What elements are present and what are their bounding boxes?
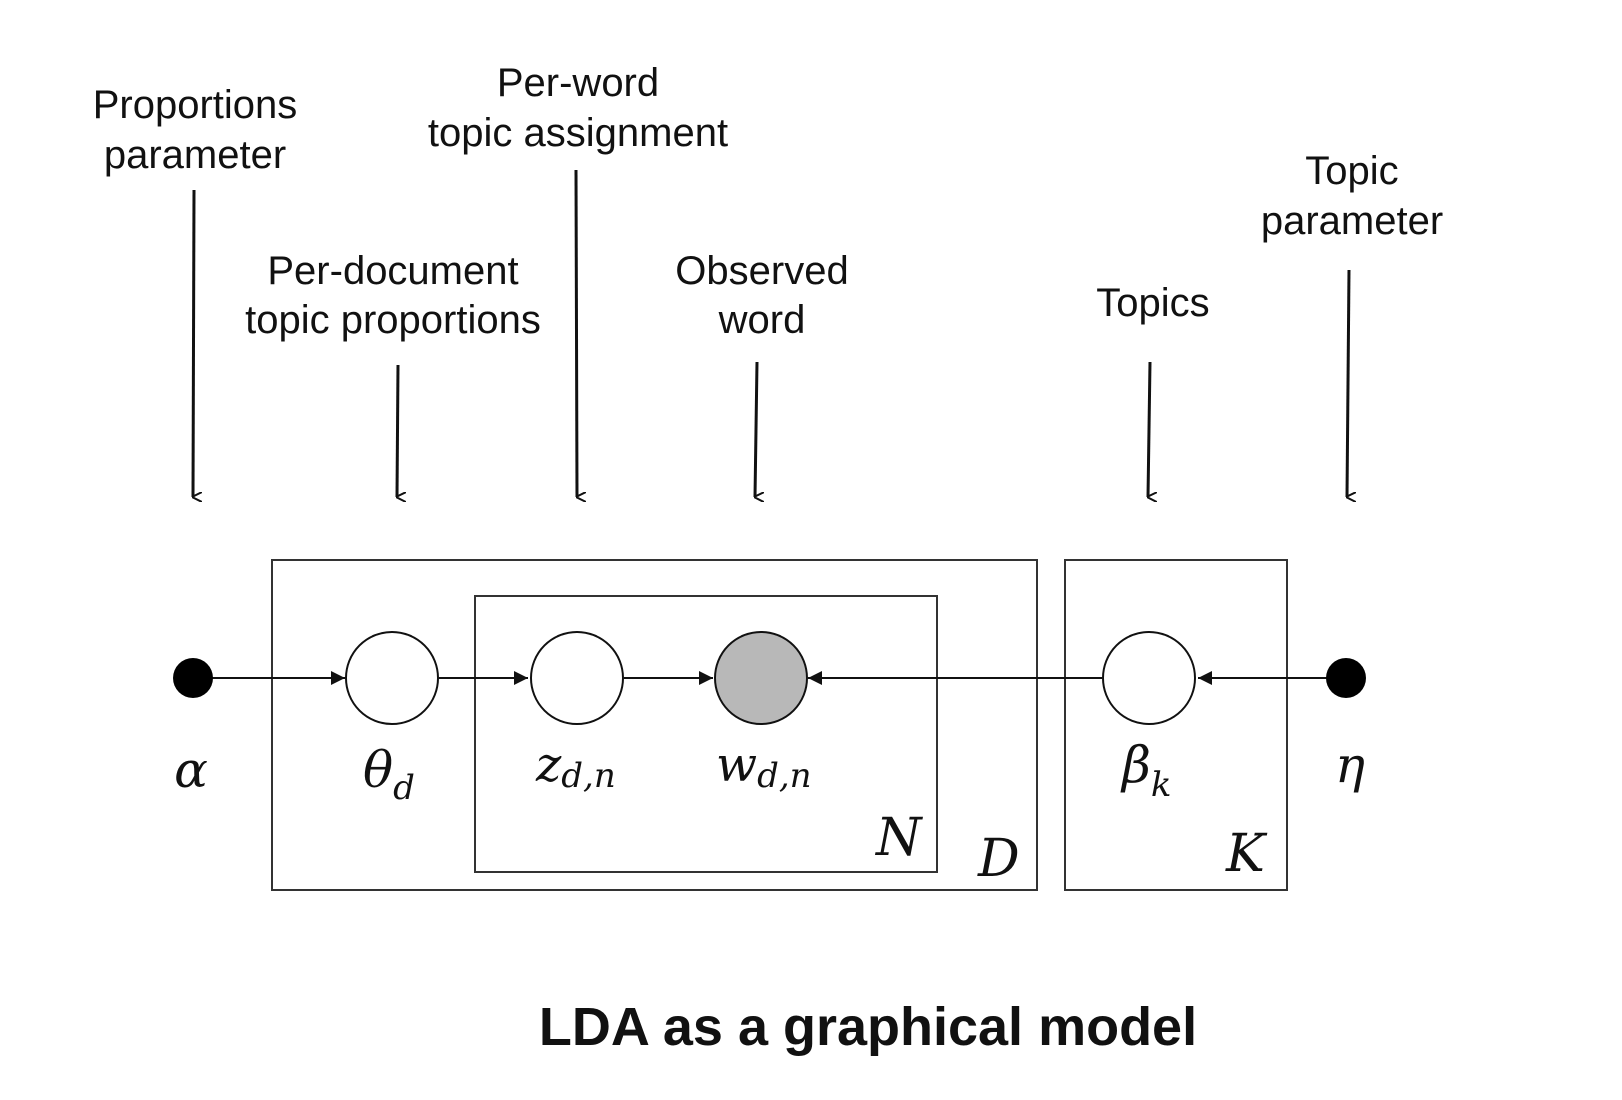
annotation-topic-parameter: Topic parameter [1261,149,1443,243]
node-alpha [173,658,213,698]
node-w-observed [714,631,808,725]
annotation-topics: Topics [1096,281,1209,325]
annotation-line: Topic [1305,149,1398,193]
annotation-line: Per-word [497,61,659,105]
annotation-proportions-parameter: Proportions parameter [93,83,298,177]
plate-documents [271,559,1038,891]
annotation-line: topic proportions [245,298,541,342]
plate-words [474,595,938,873]
symbol-eta: η [1335,736,1365,794]
annotation-line: parameter [1261,199,1443,243]
pointer-arrow-theta [395,364,398,497]
pointer-arrow-w [753,361,757,497]
annotation-line: parameter [104,133,286,177]
plate-topics [1064,559,1288,891]
pointer-arrow-alpha [191,189,194,497]
plate-label-k: K [1225,824,1268,884]
annotation-line: word [718,298,806,342]
plate-label-n: N [874,808,923,868]
pointer-arrow-z [574,169,577,497]
node-eta [1326,658,1366,698]
pointer-arrow-beta [1146,361,1150,497]
annotation-observed-word: Observed word [675,249,848,342]
symbol-beta: βk [1120,736,1172,805]
annotation-pointers [191,169,1349,497]
plate-label-d: D [977,829,1020,889]
annotation-per-word-topic-assignment: Per-word topic assignment [428,61,728,155]
annotation-line: Topics [1096,281,1209,325]
annotation-line: Per-document [267,249,518,293]
node-z [530,631,624,725]
diagram-caption: LDA as a graphical model [539,997,1197,1057]
node-theta [345,631,439,725]
symbol-w: wd,n [716,737,812,796]
pointer-arrow-eta [1345,269,1349,497]
annotation-line: Observed [675,249,848,293]
symbol-theta: θd [363,741,415,808]
annotation-per-document-topic-proportions: Per-document topic proportions [245,249,541,342]
annotation-line: Proportions [93,83,298,127]
node-beta [1102,631,1196,725]
symbol-z: zd,n [535,737,616,796]
annotation-line: topic assignment [428,111,728,155]
symbol-alpha: α [174,741,208,799]
